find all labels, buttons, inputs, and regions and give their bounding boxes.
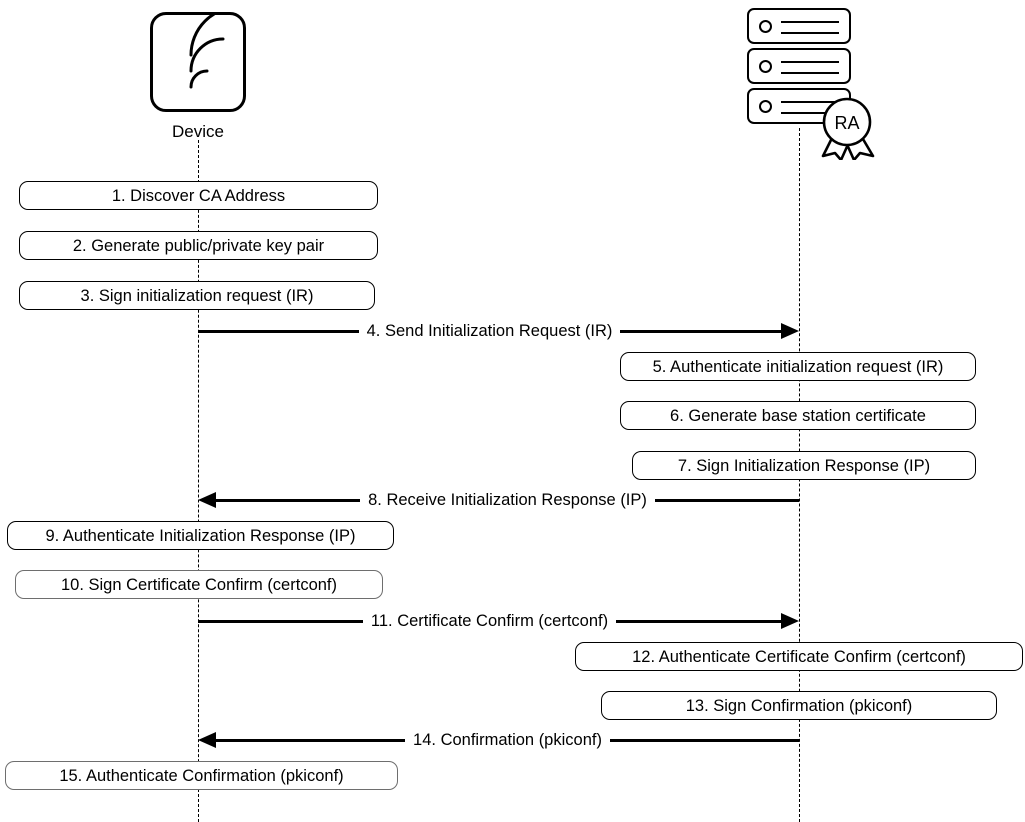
arrowhead-right-icon xyxy=(781,613,799,629)
message-step-14[interactable]: 14. Confirmation (pkiconf) xyxy=(198,727,800,753)
server-bar xyxy=(781,21,839,23)
message-line xyxy=(198,329,359,333)
message-line xyxy=(620,329,782,333)
action-label: 3. Sign initialization request (IR) xyxy=(80,286,314,305)
ra-certificate-badge-icon: RA xyxy=(821,97,875,160)
action-box-step-5[interactable]: 5. Authenticate initialization request (… xyxy=(620,352,976,381)
message-label: 8. Receive Initialization Response (IP) xyxy=(360,491,655,509)
wireless-device-icon xyxy=(150,12,246,112)
server-bar xyxy=(781,112,839,114)
server-bar xyxy=(781,72,839,74)
action-label: 6. Generate base station certificate xyxy=(670,406,926,425)
action-box-step-9[interactable]: 9. Authenticate Initialization Response … xyxy=(7,521,394,550)
action-label: 1. Discover CA Address xyxy=(111,186,286,205)
message-step-8[interactable]: 8. Receive Initialization Response (IP) xyxy=(198,487,799,513)
server-led-icon xyxy=(759,60,772,73)
action-label: 2. Generate public/private key pair xyxy=(72,236,325,255)
server-led-icon xyxy=(759,20,772,33)
server-led-icon xyxy=(759,100,772,113)
action-box-step-2[interactable]: 2. Generate public/private key pair xyxy=(19,231,378,260)
action-box-step-13[interactable]: 13. Sign Confirmation (pkiconf) xyxy=(601,691,997,720)
ra-badge-label: RA xyxy=(834,113,859,133)
action-label: 12. Authenticate Certificate Confirm (ce… xyxy=(632,647,966,666)
action-label: 15. Authenticate Confirmation (pkiconf) xyxy=(59,766,344,785)
arrowhead-left-icon xyxy=(198,732,216,748)
message-line xyxy=(609,738,800,742)
message-step-11[interactable]: 11. Certificate Confirm (certconf) xyxy=(198,608,799,634)
server-bar xyxy=(781,101,839,103)
action-box-step-15[interactable]: 15. Authenticate Confirmation (pkiconf) xyxy=(5,761,398,790)
action-label: 5. Authenticate initialization request (… xyxy=(652,357,944,376)
message-step-4[interactable]: 4. Send Initialization Request (IR) xyxy=(198,318,800,344)
server-bar xyxy=(781,32,839,34)
action-box-step-12[interactable]: 12. Authenticate Certificate Confirm (ce… xyxy=(575,642,1023,671)
message-line xyxy=(198,619,363,623)
actor-label-device: Device xyxy=(172,122,224,141)
wifi-arcs-icon xyxy=(189,15,225,89)
action-box-step-3[interactable]: 3. Sign initialization request (IR) xyxy=(19,281,375,310)
action-box-step-7[interactable]: 7. Sign Initialization Response (IP) xyxy=(632,451,976,480)
action-box-step-1[interactable]: 1. Discover CA Address xyxy=(19,181,378,210)
server-tier-2 xyxy=(747,48,851,84)
message-line xyxy=(216,498,361,502)
server-bar xyxy=(781,61,839,63)
message-line xyxy=(216,738,406,742)
message-line xyxy=(654,498,799,502)
lifeline-device xyxy=(198,140,199,822)
action-box-step-10[interactable]: 10. Sign Certificate Confirm (certconf) xyxy=(15,570,383,599)
server-tier-1 xyxy=(747,8,851,44)
message-label: 14. Confirmation (pkiconf) xyxy=(405,731,610,749)
action-label: 10. Sign Certificate Confirm (certconf) xyxy=(60,575,337,594)
action-label: 9. Authenticate Initialization Response … xyxy=(45,526,356,545)
server-rack-icon xyxy=(747,8,851,124)
arrowhead-left-icon xyxy=(198,492,216,508)
message-label: 11. Certificate Confirm (certconf) xyxy=(362,612,617,630)
message-line xyxy=(616,619,781,623)
arrowhead-right-icon xyxy=(781,323,800,339)
action-label: 7. Sign Initialization Response (IP) xyxy=(677,456,931,475)
action-label: 13. Sign Confirmation (pkiconf) xyxy=(685,696,913,715)
action-box-step-6[interactable]: 6. Generate base station certificate xyxy=(620,401,976,430)
message-label: 4. Send Initialization Request (IR) xyxy=(358,322,621,340)
